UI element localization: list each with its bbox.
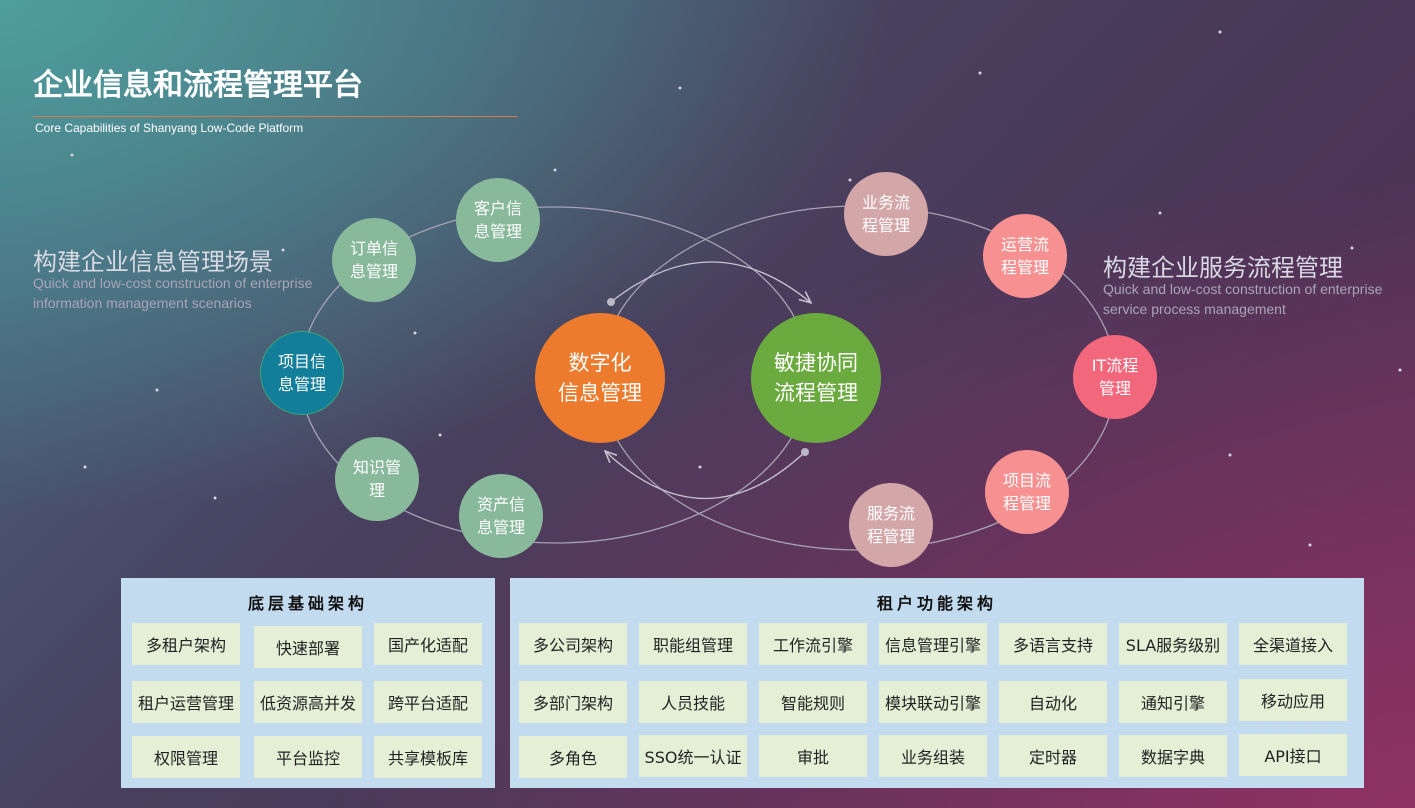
node-label: 程管理 xyxy=(1000,258,1049,277)
node-label: 资产信 xyxy=(476,495,525,514)
top-flow-dot xyxy=(607,298,615,306)
tenant-cell: 业务组装 xyxy=(879,735,987,777)
left-scene-desc-line: Quick and low-cost construction of enter… xyxy=(33,275,313,291)
tenant-cell: 人员技能 xyxy=(639,681,747,723)
base-architecture-panel: 底层基础架构 多租户架构 快速部署 国产化适配 租户运营管理 低资源高并发 跨平… xyxy=(121,578,495,788)
node-label: 息管理 xyxy=(277,375,326,394)
right-scene-desc-line: service process management xyxy=(1103,301,1286,317)
base-cell: 租户运营管理 xyxy=(132,681,240,723)
tenant-cell: API接口 xyxy=(1239,734,1347,776)
circle-label: 数字化 xyxy=(568,351,632,375)
node-label: 客户信 xyxy=(473,199,522,218)
tenant-cell: 审批 xyxy=(759,735,867,777)
circle-label: 敏捷协同 xyxy=(774,351,858,375)
tenant-cell: 多语言支持 xyxy=(999,623,1107,665)
base-cell: 快速部署 xyxy=(254,626,362,668)
left-scene-desc: Quick and low-cost construction of enter… xyxy=(33,273,312,313)
left-scene-title: 构建企业信息管理场景 xyxy=(33,248,273,276)
tenant-cell: 数据字典 xyxy=(1119,735,1227,777)
base-cell: 国产化适配 xyxy=(374,623,482,665)
tenant-cell: 工作流引擎 xyxy=(759,623,867,665)
right-scene-desc: Quick and low-cost construction of enter… xyxy=(1103,279,1382,319)
tenant-cell: SSO统一认证 xyxy=(639,735,747,777)
knowledge-node: 知识管理 xyxy=(335,437,419,521)
base-cell: 权限管理 xyxy=(132,736,240,778)
tenant-cell: 移动应用 xyxy=(1239,679,1347,721)
bottom-flow-dot xyxy=(801,448,809,456)
node-label: 程管理 xyxy=(1002,494,1051,513)
it-flow-node: IT流程管理 xyxy=(1073,335,1157,419)
customer-info-node: 客户信息管理 xyxy=(456,178,540,262)
page-title: 企业信息和流程管理平台 xyxy=(33,68,363,103)
node-label: IT流程 xyxy=(1091,356,1139,375)
left-scene-desc-line: information management scenarios xyxy=(33,295,252,311)
tenant-cell: 多部门架构 xyxy=(519,681,627,723)
node-label: 理 xyxy=(368,481,385,500)
tenant-architecture-panel: 租户功能架构 多公司架构 职能组管理 工作流引擎 信息管理引擎 多语言支持 SL… xyxy=(510,578,1364,788)
node-label: 项目信 xyxy=(277,352,326,371)
node-label: 息管理 xyxy=(476,518,525,537)
asset-info-node: 资产信息管理 xyxy=(459,474,543,558)
right-scene-title: 构建企业服务流程管理 xyxy=(1103,254,1343,282)
node-label: 息管理 xyxy=(473,222,522,241)
tenant-cell: 全渠道接入 xyxy=(1239,623,1347,665)
service-flow-node: 服务流程管理 xyxy=(849,483,933,567)
business-flow-node: 业务流程管理 xyxy=(844,172,928,256)
tenant-cell: 通知引擎 xyxy=(1119,681,1227,723)
panel-title: 底层基础架构 xyxy=(247,594,368,613)
project-flow-node: 项目流程管理 xyxy=(985,450,1069,534)
page-subtitle: Core Capabilities of Shanyang Low-Code P… xyxy=(35,121,304,135)
tenant-cell: 职能组管理 xyxy=(639,623,747,665)
tenant-cell: 自动化 xyxy=(999,681,1107,723)
base-cell: 平台监控 xyxy=(254,736,362,778)
circle-label: 信息管理 xyxy=(558,381,642,405)
digital-info-management-circle: 数字化信息管理 xyxy=(535,313,665,443)
tenant-cell: 信息管理引擎 xyxy=(879,623,987,665)
tenant-cell: 定时器 xyxy=(999,735,1107,777)
node-label: 程管理 xyxy=(861,216,910,235)
title-divider xyxy=(33,116,518,117)
node-label: 项目流 xyxy=(1002,471,1051,490)
panel-title: 租户功能架构 xyxy=(876,594,997,613)
node-label: 管理 xyxy=(1098,379,1131,398)
tenant-cell: SLA服务级别 xyxy=(1119,623,1227,665)
circle-label: 流程管理 xyxy=(774,381,858,405)
order-info-node: 订单信息管理 xyxy=(332,218,416,302)
base-cell: 多租户架构 xyxy=(132,623,240,665)
node-label: 程管理 xyxy=(866,527,915,546)
base-cell: 跨平台适配 xyxy=(374,681,482,723)
node-label: 订单信 xyxy=(349,239,398,258)
base-cell: 低资源高并发 xyxy=(254,681,362,723)
agile-process-management-circle: 敏捷协同流程管理 xyxy=(751,313,881,443)
node-label: 业务流 xyxy=(861,193,910,212)
top-flow-arrow xyxy=(610,261,810,302)
node-label: 服务流 xyxy=(866,504,915,523)
node-label: 运营流 xyxy=(1000,235,1049,254)
bottom-flow-arrow xyxy=(606,452,806,500)
tenant-cell: 模块联动引擎 xyxy=(879,681,987,723)
tenant-cell: 多角色 xyxy=(519,736,627,778)
node-label: 知识管 xyxy=(352,458,401,477)
tenant-cell: 多公司架构 xyxy=(519,623,627,665)
base-cell: 共享模板库 xyxy=(374,736,482,778)
tenant-cell: 智能规则 xyxy=(759,681,867,723)
project-info-node: 项目信息管理 xyxy=(260,331,344,415)
right-scene-desc-line: Quick and low-cost construction of enter… xyxy=(1103,281,1383,297)
node-label: 息管理 xyxy=(349,262,398,281)
ops-flow-node: 运营流程管理 xyxy=(983,214,1067,298)
